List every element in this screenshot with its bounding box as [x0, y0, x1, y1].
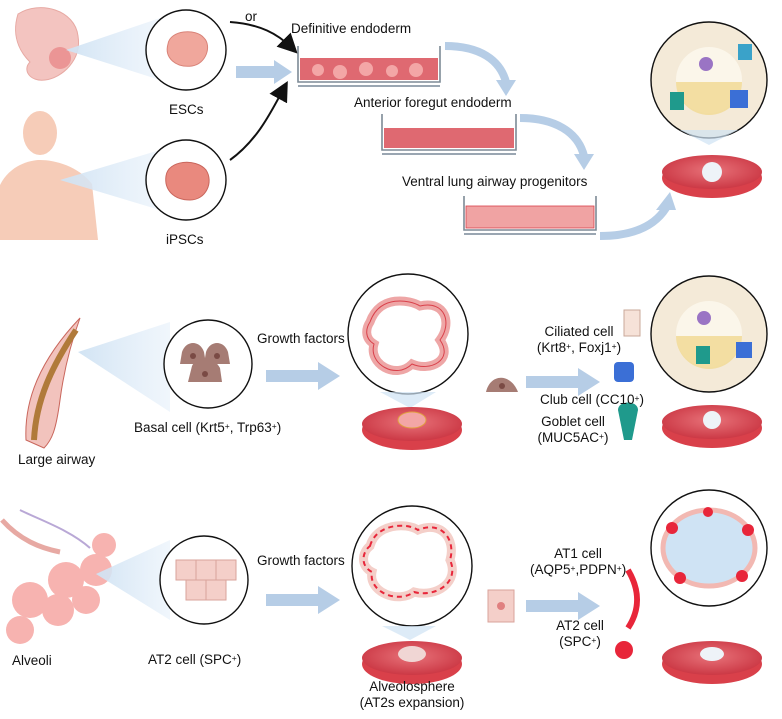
goblet-cell-icon — [670, 92, 684, 110]
arrow-basal-to-differentiated — [526, 368, 600, 396]
growth-factors-label-row2: Growth factors — [257, 331, 345, 346]
progenitor-flask — [463, 196, 597, 235]
ventral-progenitors-label: Ventral lung airway progenitors — [402, 174, 588, 189]
alveoli-illustration — [0, 509, 116, 644]
esc-colony — [166, 31, 208, 67]
arrow-ipsc-to-endoderm — [229, 80, 288, 161]
definitive-endoderm-label: Definitive endoderm — [291, 21, 412, 36]
club-cell-icon — [730, 90, 748, 108]
alveoli-label: Alveoli — [12, 653, 52, 668]
flow-arrow-1 — [444, 42, 510, 84]
arrow-basal-to-dish — [266, 362, 340, 390]
arrow-at2-to-dish — [266, 586, 340, 614]
foregut-flask — [381, 114, 517, 155]
magnify-beam-esc — [66, 18, 160, 80]
magnify-beam-at2 — [96, 540, 170, 620]
alveolosphere-label: Alveolosphere(AT2s expansion) — [359, 679, 465, 710]
ciliated-cell-icon — [623, 309, 641, 337]
at2-cell-icon — [615, 641, 633, 659]
arrow-esc-to-flask — [236, 60, 292, 84]
at2-cell-label-2: AT2 cell(SPC+) — [556, 618, 604, 649]
flow-arrow-3 — [599, 205, 670, 240]
ciliated-cell-label: Ciliated cell(Krt8+, Foxj1+) — [536, 324, 622, 355]
at2-cell-label: AT2 cell (SPC+) — [148, 652, 242, 667]
basal-cell-label: Basal cell (Krt5+, Trp63+) — [134, 420, 282, 435]
flow-arrow-2 — [519, 114, 588, 158]
club-cell-icon-2 — [614, 362, 634, 382]
esc-label: ESCs — [169, 102, 204, 117]
magnify-beam-ipsc — [60, 150, 160, 210]
or-label: or — [245, 9, 258, 24]
club-secretion — [699, 57, 713, 71]
arrow-esc-to-endoderm — [229, 21, 298, 54]
arrow-at2-to-differentiated — [526, 592, 600, 620]
goblet-cell-label: Goblet cell(MUC5AC+) — [537, 414, 609, 445]
club-cell-label: Club cell (CC10+) — [540, 392, 645, 407]
at1-cell-icon — [625, 568, 640, 630]
embryo-illustration — [15, 7, 79, 81]
at2-cell-single — [487, 589, 515, 623]
anterior-foregut-label: Anterior foregut endoderm — [354, 95, 512, 110]
magnify-beam-basal — [78, 322, 170, 412]
growth-factors-label-row3: Growth factors — [257, 553, 345, 568]
endoderm-flask — [297, 46, 441, 87]
at2-cells — [175, 559, 237, 601]
large-airway-label: Large airway — [18, 452, 96, 467]
at1-cell-label: AT1 cell(AQP5+,PDPN+) — [530, 546, 627, 577]
goblet-cell-icon-2 — [618, 402, 638, 440]
ipsc-colony — [165, 161, 210, 201]
basal-cells — [180, 343, 230, 382]
ipsc-label: iPSCs — [166, 232, 204, 247]
